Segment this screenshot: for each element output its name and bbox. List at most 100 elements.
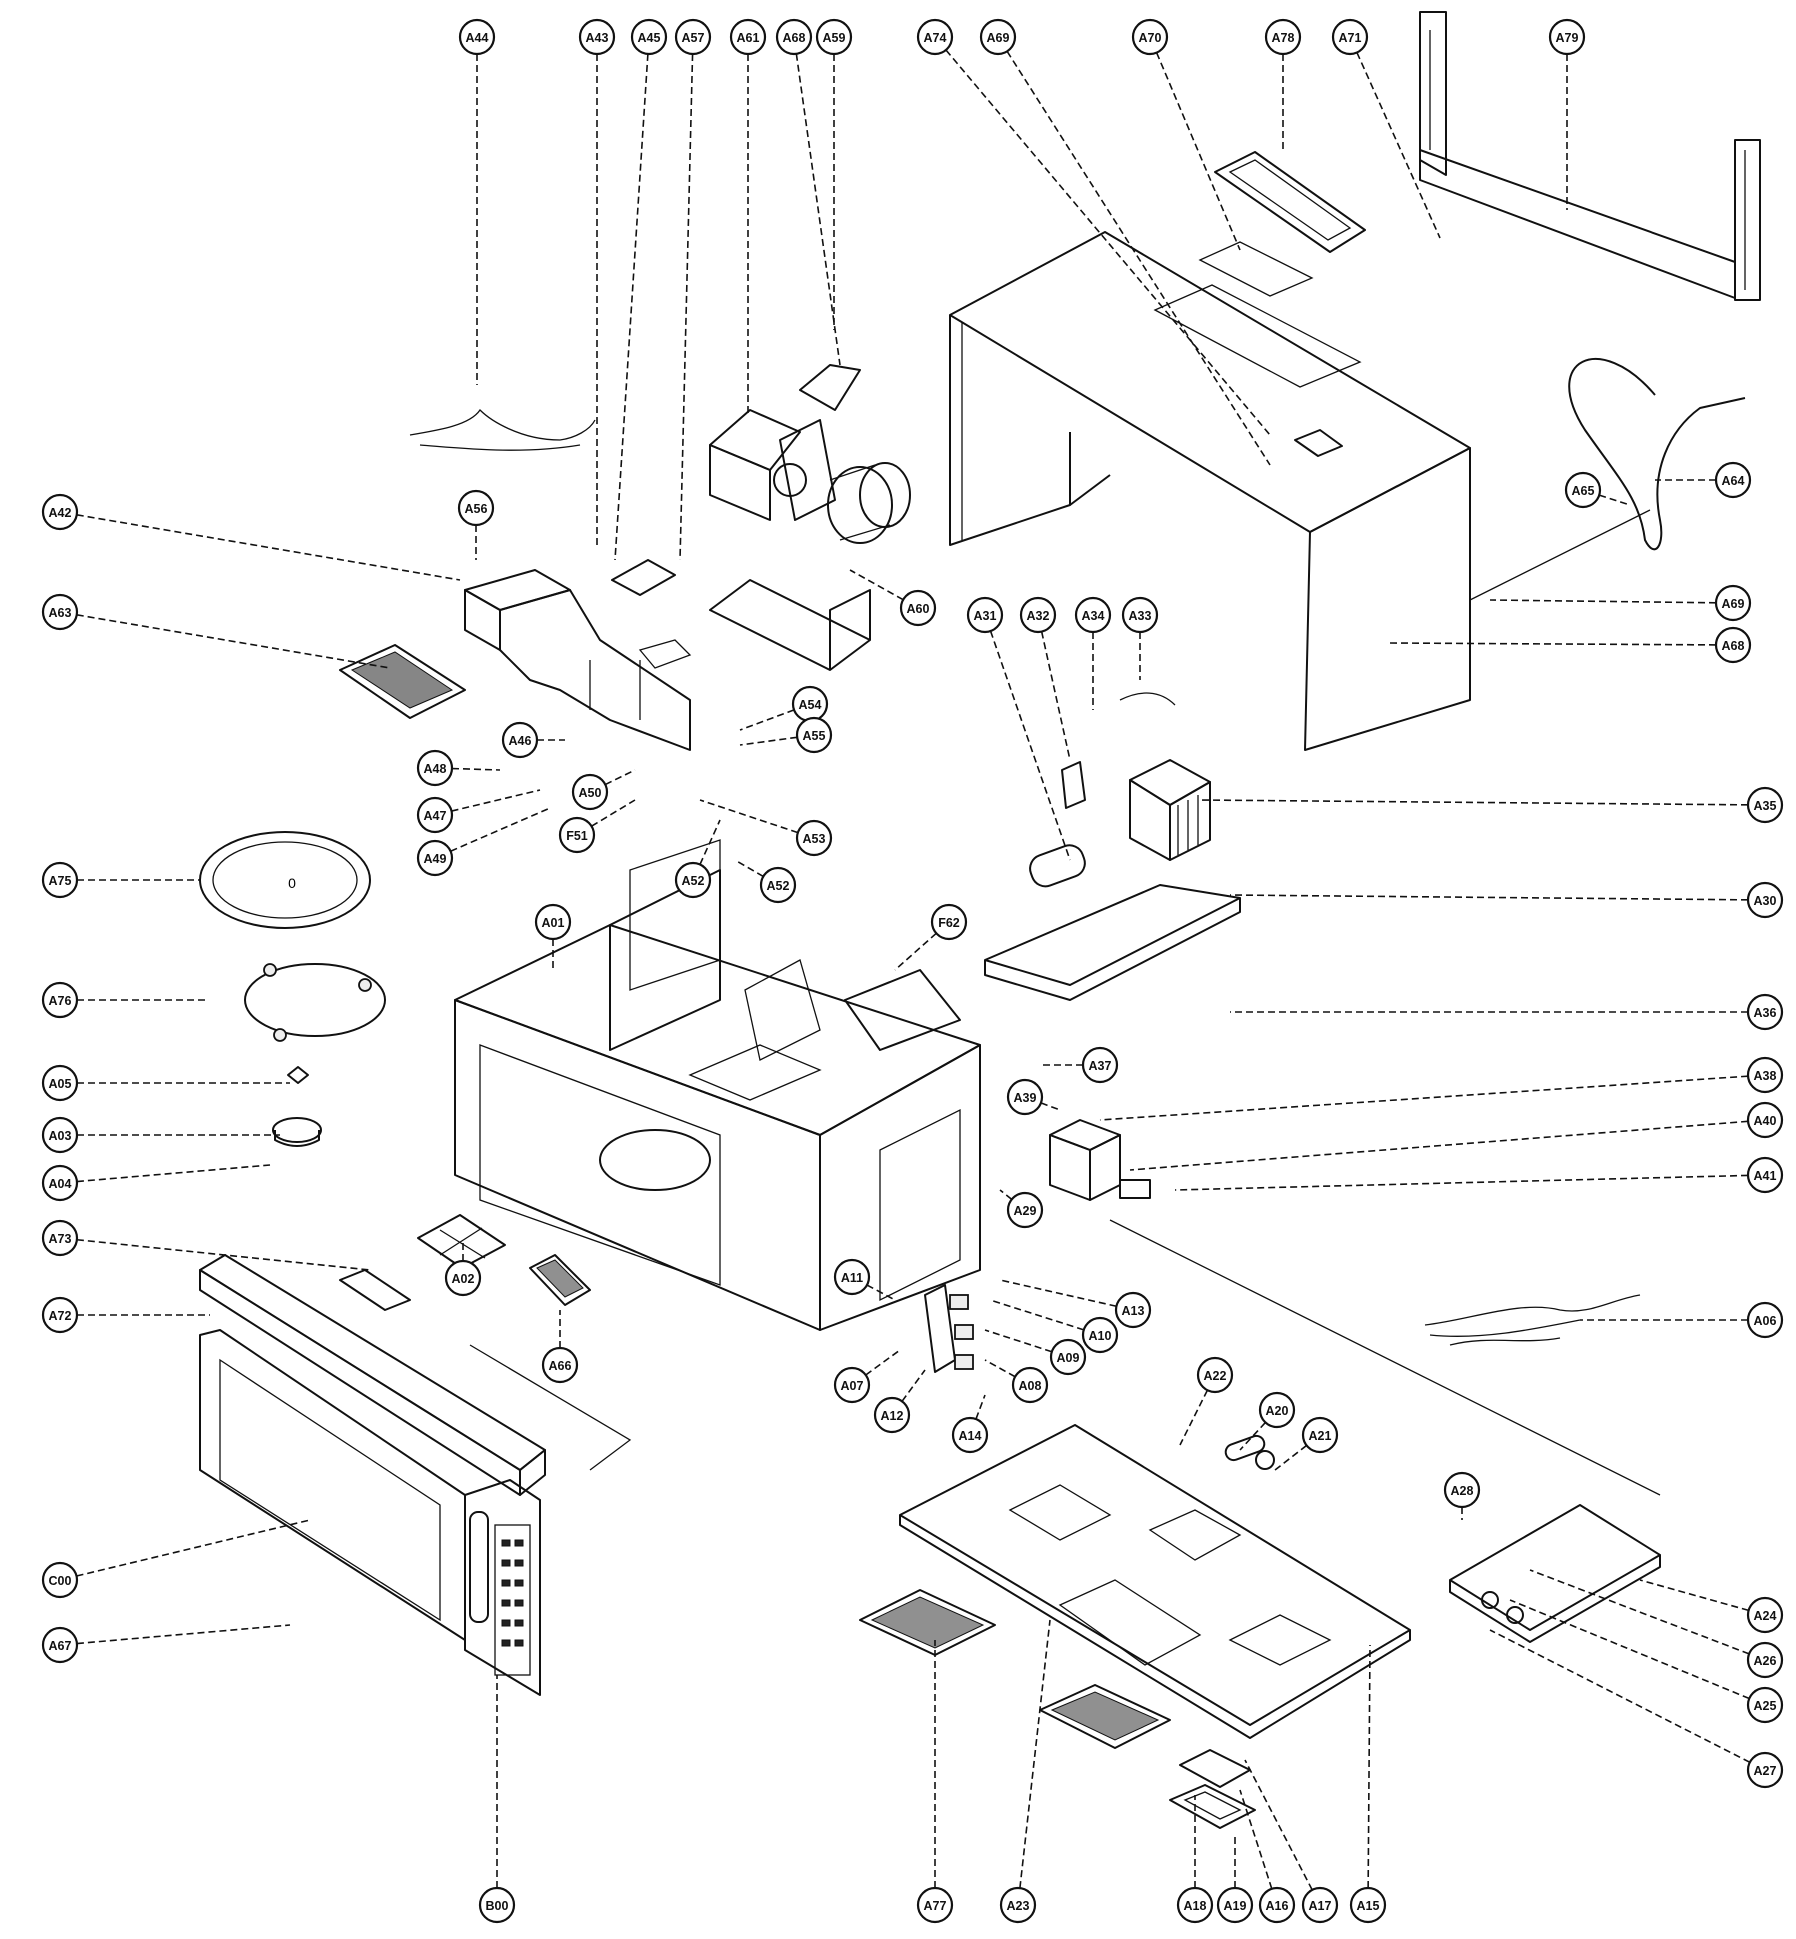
callout-circle xyxy=(1176,1886,1214,1924)
leader-line xyxy=(865,1349,901,1376)
leader-line xyxy=(450,807,551,852)
callout-circle xyxy=(41,593,79,631)
callout-label: A75 xyxy=(49,874,72,888)
door-assembly xyxy=(199,1329,541,1696)
callout-label: A37 xyxy=(1089,1059,1112,1073)
callout-label: A57 xyxy=(682,31,705,45)
callout-circle xyxy=(1121,596,1159,634)
leader-line xyxy=(984,1329,1053,1353)
part-callout: A69 xyxy=(979,18,1017,56)
callout-circle xyxy=(1746,1596,1784,1634)
part-callout: A77 xyxy=(916,1886,954,1924)
leader-line xyxy=(1244,1759,1313,1891)
callout-label: A02 xyxy=(452,1272,475,1286)
callout-circle xyxy=(416,749,454,787)
callout-label: A49 xyxy=(424,852,447,866)
callout-circle xyxy=(1331,18,1369,56)
leader-line xyxy=(1040,1102,1061,1111)
part-callout: A56 xyxy=(457,489,495,527)
callout-label: A39 xyxy=(1014,1091,1037,1105)
leader-line xyxy=(451,789,541,812)
callout-label: A26 xyxy=(1754,1654,1777,1668)
callout-label: A74 xyxy=(924,31,947,45)
callout-circle xyxy=(1258,1391,1296,1429)
leader-line xyxy=(1239,1421,1267,1451)
callout-circle xyxy=(630,18,668,56)
part-callout: A72 xyxy=(41,1296,79,1334)
callout-circle xyxy=(1746,881,1784,919)
callout-label: A69 xyxy=(1722,597,1745,611)
part-callout: A02 xyxy=(444,1259,482,1297)
callout-circle xyxy=(759,866,797,904)
part-callout: A24 xyxy=(1746,1596,1784,1634)
part-callout: A04 xyxy=(41,1164,79,1202)
part-callout: A44 xyxy=(458,18,496,56)
part-callout: A68 xyxy=(1714,626,1752,664)
leader-line xyxy=(1179,1389,1209,1446)
callout-circle xyxy=(815,18,853,56)
callout-circle xyxy=(41,1164,79,1202)
leader-lines xyxy=(76,49,1751,1891)
callout-label: A18 xyxy=(1184,1899,1207,1913)
part-callout: A10 xyxy=(1081,1316,1119,1354)
callout-label: C00 xyxy=(49,1574,72,1588)
part-callout: B00 xyxy=(478,1886,516,1924)
part-callout: A48 xyxy=(416,749,454,787)
lamp-socket xyxy=(1224,1434,1275,1470)
leader-line xyxy=(1274,1444,1308,1471)
callout-circle xyxy=(1746,1056,1784,1094)
callout-circle xyxy=(41,1116,79,1154)
leader-line xyxy=(1174,1174,1749,1191)
callout-circle xyxy=(1714,626,1752,664)
callout-circle xyxy=(1006,1191,1044,1229)
part-callout: A32 xyxy=(1019,596,1057,634)
part-callout: A29 xyxy=(1006,1191,1044,1229)
light-assembly xyxy=(1169,1749,1256,1829)
callout-label: A68 xyxy=(1722,639,1745,653)
magnetron xyxy=(1049,1119,1151,1201)
callout-circle xyxy=(1131,18,1169,56)
callout-circle xyxy=(1114,1291,1152,1329)
callout-circle xyxy=(41,1064,79,1102)
part-callout: A40 xyxy=(1746,1101,1784,1139)
leader-line xyxy=(1019,1619,1051,1889)
leader-line xyxy=(999,1279,1117,1308)
callout-circle xyxy=(1301,1886,1339,1924)
callout-circle xyxy=(1746,1686,1784,1724)
callout-circle xyxy=(1714,584,1752,622)
callout-label: A66 xyxy=(549,1359,572,1373)
mounting-bracket xyxy=(1419,11,1761,301)
callout-label: A69 xyxy=(987,31,1010,45)
part-callout: A47 xyxy=(416,796,454,834)
part-callout: A13 xyxy=(1114,1291,1152,1329)
part-callout: A22 xyxy=(1196,1356,1234,1394)
part-callout: A64 xyxy=(1714,461,1752,499)
callout-label: A06 xyxy=(1754,1314,1777,1328)
part-callout: A36 xyxy=(1746,993,1784,1031)
light-vent xyxy=(529,1254,591,1306)
callout-label: A19 xyxy=(1224,1899,1247,1913)
callout-circle xyxy=(1258,1886,1296,1924)
part-callout: A25 xyxy=(1746,1686,1784,1724)
callout-label: A12 xyxy=(881,1409,904,1423)
leader-line xyxy=(1529,1569,1750,1655)
callout-circle xyxy=(1006,1078,1044,1116)
callout-label: A09 xyxy=(1057,1351,1080,1365)
leader-line xyxy=(76,1238,371,1271)
callout-circle xyxy=(775,18,813,56)
callout-label: A52 xyxy=(682,874,705,888)
callout-circle xyxy=(916,18,954,56)
leader-line xyxy=(999,1189,1013,1201)
part-callout: F62 xyxy=(930,903,968,941)
leader-line xyxy=(1639,1579,1749,1612)
callout-circle xyxy=(558,816,596,854)
callout-label: A67 xyxy=(49,1639,72,1653)
callout-circle xyxy=(41,1626,79,1664)
leader-line xyxy=(699,799,799,834)
leader-line xyxy=(1199,799,1749,806)
part-callout: A26 xyxy=(1746,1641,1784,1679)
leader-line xyxy=(451,767,501,771)
callout-circle xyxy=(41,1219,79,1257)
callout-label: A43 xyxy=(586,31,609,45)
callout-label: A34 xyxy=(1082,609,1105,623)
